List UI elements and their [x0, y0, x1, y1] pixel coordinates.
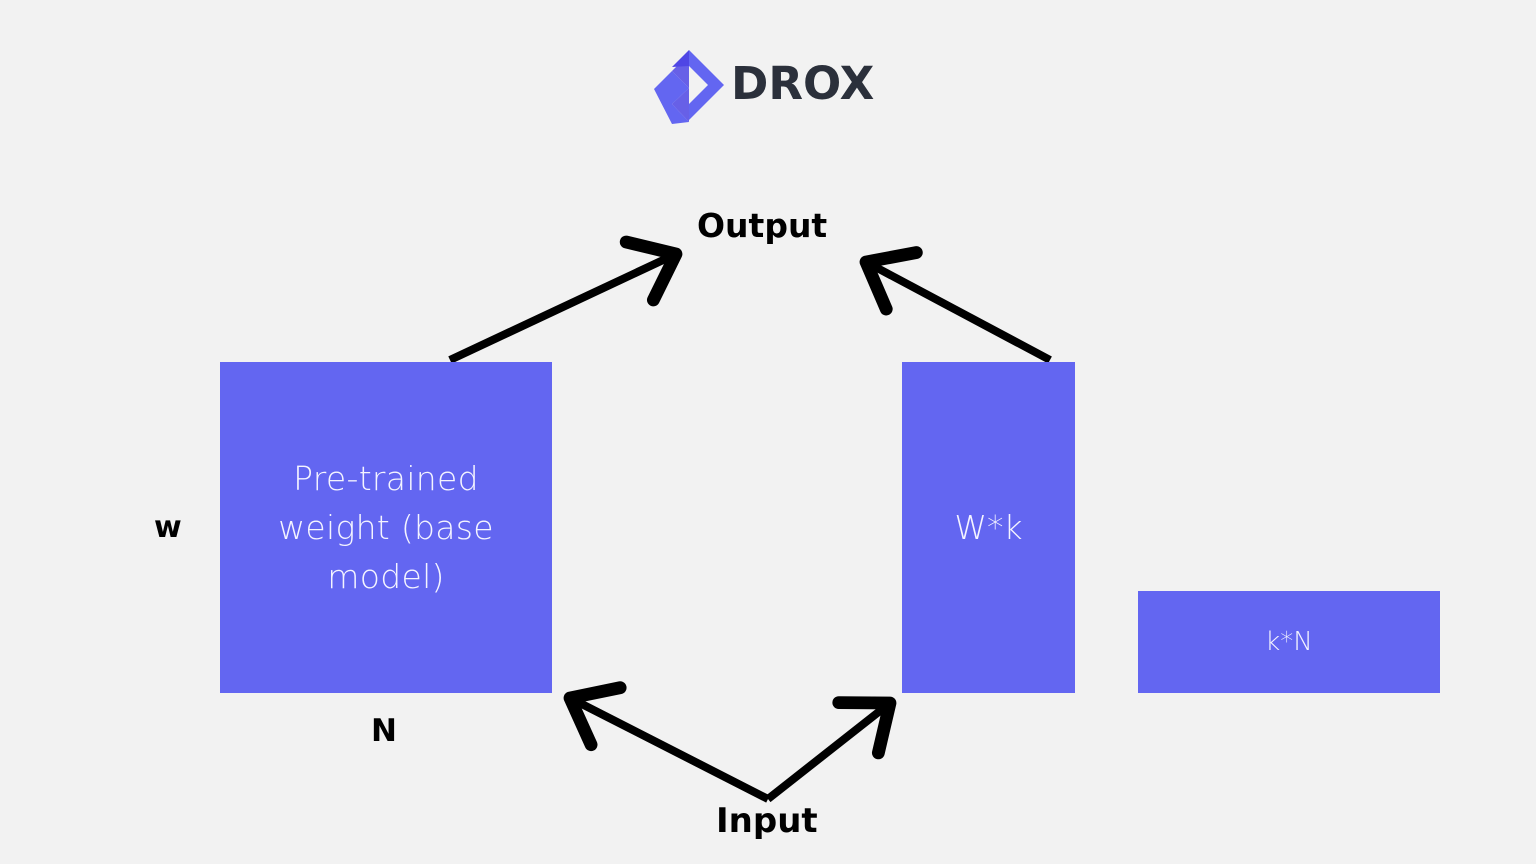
- arrow-wk-to-output: [859, 246, 1052, 364]
- drox-diamond-logo-icon: [654, 50, 724, 124]
- output-label: Output: [697, 206, 828, 245]
- wk-matrix-box: W*k: [902, 362, 1075, 693]
- w-dimension-label: w: [154, 510, 182, 545]
- input-label: Input: [716, 801, 818, 841]
- arrow-input-to-wk: [765, 696, 897, 803]
- arrow-input-to-base: [563, 681, 770, 803]
- n-dimension-label: N: [371, 713, 397, 749]
- brand-name: DROX: [731, 57, 875, 110]
- pretrained-weight-box: Pre-trained weight (base model): [220, 362, 552, 693]
- brand-logo: DROX: [652, 48, 892, 128]
- kn-matrix-box: k*N: [1138, 591, 1440, 693]
- pretrained-weight-label: Pre-trained weight (base model): [278, 459, 494, 596]
- kn-matrix-label: k*N: [1265, 627, 1313, 657]
- wk-matrix-label: W*k: [954, 508, 1023, 547]
- arrow-base-to-output: [448, 235, 683, 364]
